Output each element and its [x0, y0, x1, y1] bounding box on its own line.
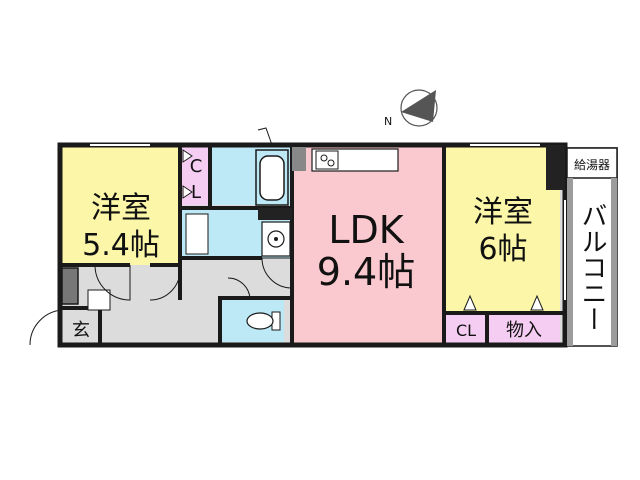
ldk-size: 9.4帖: [317, 250, 415, 294]
bathtub: [255, 149, 289, 206]
western-room-left: [62, 147, 180, 265]
western-room-right: [446, 147, 560, 312]
outer-walls: [57, 142, 568, 348]
entrance: [62, 310, 100, 343]
storage-closet: [489, 314, 560, 343]
windows: [90, 144, 566, 300]
compass-needle-icon: [401, 90, 436, 122]
ldk-room: [292, 147, 442, 343]
compass-north-label: N: [384, 115, 392, 128]
closet-markers: [182, 149, 544, 311]
western-room-right-size: 6帖: [478, 232, 527, 267]
kitchen-counter: [311, 148, 399, 172]
western-room-right-name: 洋室: [473, 195, 533, 230]
wash-basin: [261, 221, 291, 257]
doors: [29, 127, 293, 346]
closet-right-label: CL: [456, 321, 476, 340]
western-room-left-name: 洋室: [91, 191, 151, 226]
closet-left-label-1: C: [190, 156, 203, 177]
compass: N: [384, 89, 438, 128]
toilet-icon: [246, 311, 281, 331]
water-heater-label: 給湯器: [574, 158, 610, 172]
closet-right: [446, 314, 486, 343]
balcony: [566, 147, 618, 347]
entrance-label: 玄: [72, 320, 90, 341]
wall-post-right: [546, 145, 565, 190]
shoe-cabinet: [61, 267, 79, 305]
wall-post-ldk: [292, 147, 306, 171]
storage-label: 物入: [506, 320, 542, 341]
western-room-left-size: 5.4帖: [82, 228, 160, 263]
window-frames: [90, 142, 540, 148]
closet-left-label-2: L: [191, 182, 201, 203]
entrance-step: [87, 289, 111, 311]
balcony-label: バルコニー: [577, 202, 607, 332]
washing-machine-space: [185, 213, 209, 255]
ldk-name: LDK: [328, 208, 404, 252]
washroom-wall-block: [258, 208, 292, 220]
